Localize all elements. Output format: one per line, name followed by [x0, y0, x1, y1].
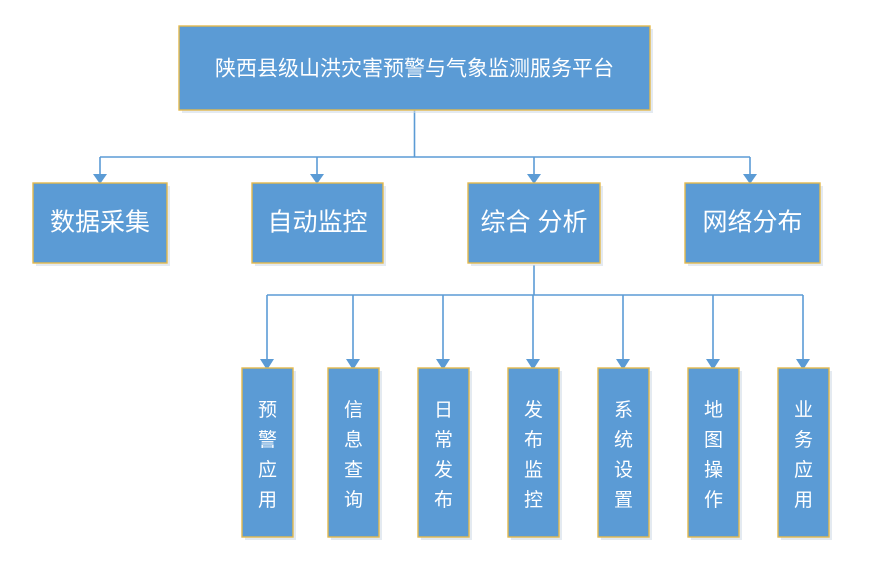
arrow-head-l3-5	[616, 359, 630, 370]
node-level3-1[interactable]: 预 警 应 用	[241, 367, 296, 540]
connectors-root-to-level2	[93, 110, 757, 184]
node-level3-5[interactable]: 系 统 设 置	[597, 367, 652, 540]
arrow-head-l2-2	[310, 174, 324, 184]
node-l3-3-char-2: 常	[434, 429, 453, 451]
node-l3-3-box[interactable]	[417, 367, 470, 538]
node-l3-5-char-3: 设	[614, 459, 633, 481]
node-l3-2-box[interactable]	[327, 367, 380, 538]
node-l3-5-char-2: 统	[614, 429, 633, 451]
connectors-level2-to-level3	[260, 265, 810, 370]
arrow-head-l2-4	[743, 174, 757, 184]
node-level3-7[interactable]: 业 务 应 用	[777, 367, 832, 540]
node-l3-2-char-1: 信	[344, 399, 363, 421]
node-l3-6-char-2: 图	[704, 430, 723, 451]
node-level3-3[interactable]: 日 常 发 布	[417, 367, 472, 540]
node-level3-6[interactable]: 地 图 操 作	[687, 367, 742, 540]
node-l3-4-char-4: 控	[524, 489, 543, 511]
node-l2-2-box[interactable]	[251, 182, 384, 264]
node-l3-1-box[interactable]	[241, 367, 294, 538]
node-l3-3-char-3: 发	[434, 459, 453, 481]
node-level2-3[interactable]: 综合 分析	[467, 182, 603, 266]
node-l3-7-char-3: 应	[794, 459, 813, 481]
arrow-head-l3-7	[796, 359, 810, 370]
node-root[interactable]: 陕西县级山洪灾害预警与气象监测服务平台	[178, 25, 653, 113]
arrow-head-l3-2	[346, 359, 360, 370]
arrow-head-l3-3	[436, 359, 450, 370]
node-l3-6-char-3: 操	[704, 459, 723, 481]
node-l3-1-char-4: 用	[258, 490, 277, 511]
node-l3-7-char-2: 务	[794, 429, 813, 451]
arrow-head-l2-3	[527, 174, 541, 184]
node-l3-7-box[interactable]	[777, 367, 830, 538]
node-l3-1-char-2: 警	[258, 429, 277, 451]
node-l2-3-label: 综合 分析	[481, 209, 588, 237]
node-l3-2-char-2: 息	[344, 429, 363, 451]
node-l3-5-box[interactable]	[597, 367, 650, 538]
node-l3-1-char-1: 预	[258, 399, 277, 421]
node-l3-4-char-1: 发	[524, 399, 543, 421]
node-l2-1-box[interactable]	[32, 182, 168, 264]
node-l2-4-box[interactable]	[684, 182, 821, 264]
arrow-head-l3-4	[526, 359, 540, 370]
node-l3-1-char-3: 应	[258, 459, 277, 481]
node-l3-6-char-4: 作	[704, 489, 723, 511]
node-level2-1[interactable]: 数据采集	[32, 182, 170, 266]
node-l3-3-char-4: 布	[434, 489, 453, 511]
node-level2-2[interactable]: 自动监控	[251, 182, 386, 266]
node-l2-4-label: 网络分布	[702, 209, 802, 237]
node-l3-7-char-4: 用	[794, 490, 813, 511]
node-root-box[interactable]	[178, 25, 651, 111]
node-level2-4[interactable]: 网络分布	[684, 182, 823, 266]
node-l2-3-box[interactable]	[467, 182, 601, 264]
node-l3-3-char-1: 日	[434, 400, 453, 421]
node-l3-4-char-2: 布	[524, 429, 543, 451]
arrow-head-l3-1	[260, 359, 274, 370]
node-l3-7-char-1: 业	[794, 399, 813, 421]
node-l2-1-label: 数据采集	[50, 209, 150, 237]
node-l3-4-char-3: 监	[524, 459, 543, 481]
node-l3-5-char-4: 置	[614, 490, 633, 511]
node-l3-2-char-3: 查	[344, 459, 363, 481]
node-l3-5-char-1: 系	[614, 399, 633, 421]
node-level3-4[interactable]: 发 布 监 控	[507, 367, 562, 540]
node-l3-4-box[interactable]	[507, 367, 560, 538]
node-level3-2[interactable]: 信 息 查 询	[327, 367, 382, 540]
node-root-label: 陕西县级山洪灾害预警与气象监测服务平台	[215, 58, 614, 81]
arrow-head-l2-1	[93, 174, 107, 184]
node-l3-2-char-4: 询	[344, 489, 363, 511]
node-l2-2-label: 自动监控	[267, 209, 367, 237]
arrow-head-l3-6	[706, 359, 720, 370]
node-l3-6-box[interactable]	[687, 367, 740, 538]
node-l3-6-char-1: 地	[704, 399, 723, 421]
